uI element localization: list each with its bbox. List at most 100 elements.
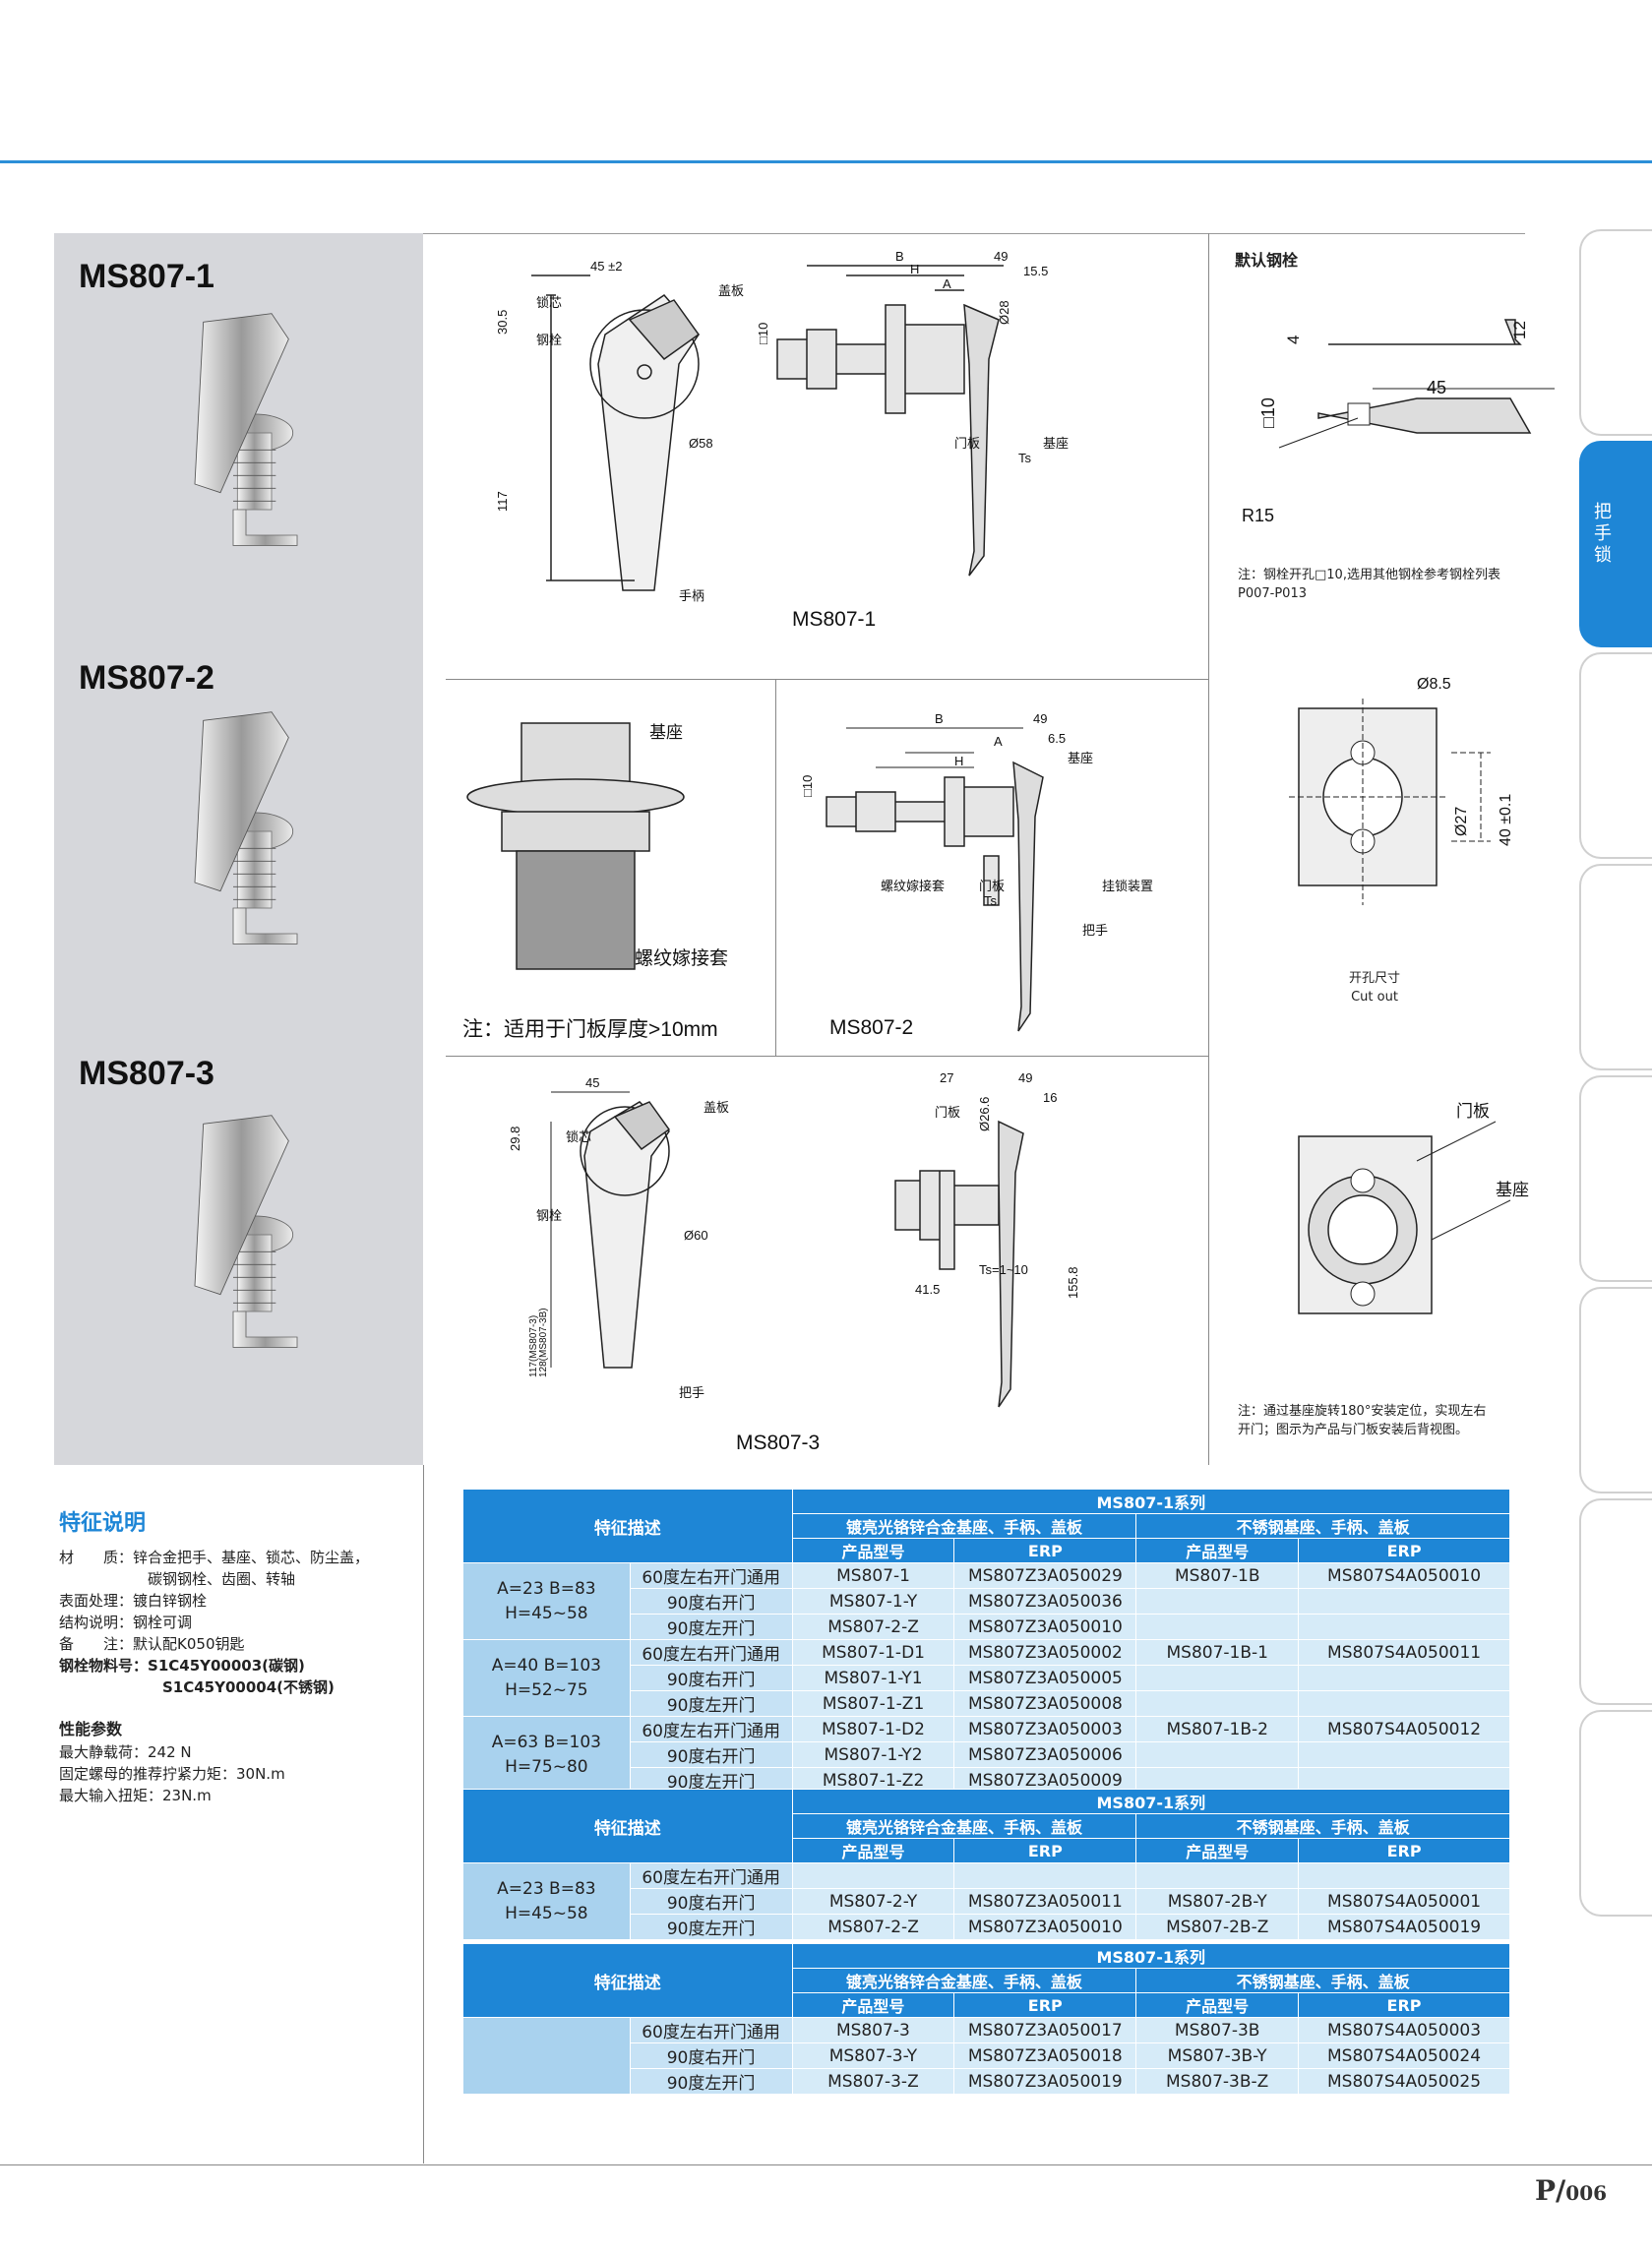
table-cell	[791, 1862, 955, 1889]
table-cell: 90度左开门	[629, 1914, 793, 1940]
label-base-2: 基座	[649, 723, 683, 743]
side-tab-handle-lock[interactable]: 把手锁	[1579, 441, 1652, 647]
feature-row: 结构说明：钢栓可调	[59, 1612, 423, 1633]
label-base-3: 基座	[1068, 752, 1093, 766]
table-cell: 90度右开门	[629, 1665, 793, 1691]
table-header-row: 镀亮光铬锌合金基座、手柄、盖板不锈钢基座、手柄、盖板	[463, 1968, 1510, 1993]
table-cell	[1298, 1614, 1510, 1640]
drawing-default-bolt: 4 12 45 □10 R15	[1242, 319, 1555, 525]
feature-value: 钢栓可调	[133, 1614, 193, 1631]
table-cell: ERP	[953, 1838, 1137, 1863]
table-cell: 不锈钢基座、手柄、盖板	[1135, 1813, 1510, 1839]
table-cell: MS807-3-Z	[791, 2068, 955, 2095]
table-cell: MS807S4A050003	[1298, 2017, 1510, 2043]
side-tab-3[interactable]	[1579, 652, 1652, 859]
page-prefix: P/	[1535, 2174, 1566, 2207]
dim-b-2: B	[935, 711, 944, 726]
table-cell: MS807S4A050024	[1298, 2042, 1510, 2069]
table-cell	[953, 1862, 1137, 1889]
table-cell: MS807-1-D2	[791, 1716, 955, 1742]
table-cell: 产品型号	[1135, 1538, 1300, 1563]
side-tabs: 把手锁	[1579, 229, 1652, 2118]
table-cell: MS807-3B	[1135, 2017, 1300, 2043]
side-tab-1[interactable]	[1579, 229, 1652, 436]
feature-row: 钢栓物料号：S1C45Y00003(碳钢)	[59, 1655, 423, 1676]
model-title-1: MS807-1	[79, 258, 214, 295]
dim-155-8: 155.8	[1066, 1266, 1080, 1299]
table-cell: MS807-1B-1	[1135, 1639, 1300, 1666]
product-photo-ms807-3	[194, 1115, 298, 1348]
table-cell	[1135, 1862, 1300, 1889]
table-cell: MS807-1B-2	[1135, 1716, 1300, 1742]
table-cell	[1298, 1690, 1510, 1717]
thread-note: 注：适用于门板厚度>10mm	[462, 1018, 718, 1041]
label-thread-adapter-2: 螺纹嫁接套	[881, 879, 945, 894]
table-cell	[462, 2017, 631, 2095]
table-cell	[1298, 1665, 1510, 1691]
dim-4: 4	[1284, 335, 1303, 344]
side-tab-5[interactable]	[1579, 1075, 1652, 1282]
dim-d26-6: Ø26.6	[977, 1097, 992, 1131]
table-cell: MS807-1	[791, 1562, 955, 1589]
table-cell: 90度右开门	[629, 1741, 793, 1768]
feature-key: 钢栓物料号：	[59, 1657, 149, 1675]
performance-title: 性能参数	[59, 1720, 123, 1738]
performance-row: 固定螺母的推荐拧紧力矩：30N.m	[59, 1765, 285, 1783]
table-cell: MS807Z3A050011	[953, 1888, 1137, 1915]
table-cell: MS807-1系列	[791, 1789, 1511, 1814]
dim-16: 16	[1043, 1090, 1057, 1105]
dim-6-5: 6.5	[1048, 731, 1066, 746]
table-cell: 特征描述	[462, 1489, 793, 1563]
table-cell: 60度左右开门通用	[629, 2017, 793, 2043]
label-cover-3: 盖板	[704, 1101, 729, 1116]
feature-row: 材 质：锌合金把手、基座、锁芯、防尘盖，	[59, 1547, 423, 1568]
dim-45: 45 ±2	[590, 259, 622, 274]
table-cell: MS807S4A050011	[1298, 1639, 1510, 1666]
table-cell: MS807Z3A050029	[953, 1562, 1137, 1589]
dim-49-2: 49	[1033, 711, 1047, 726]
table-cell	[1135, 1588, 1300, 1615]
table-cell: 90度右开门	[629, 1888, 793, 1915]
table-cell: 60度左右开门通用	[629, 1562, 793, 1589]
table-cell: 90度右开门	[629, 1588, 793, 1615]
performance-row: 最大静载荷：242 N	[59, 1743, 192, 1761]
dim-45-bolt: 45	[1427, 378, 1446, 397]
side-tab-8[interactable]	[1579, 1710, 1652, 1917]
cutout-label-en: Cut out	[1351, 990, 1398, 1005]
bottom-divider	[423, 1465, 424, 2164]
label-thread-adapter: 螺纹嫁接套	[635, 947, 728, 969]
table-cell: MS807S4A050012	[1298, 1716, 1510, 1742]
table-cell: MS807S4A050001	[1298, 1888, 1510, 1915]
table-cell: MS807Z3A050017	[953, 2017, 1137, 2043]
table-cell: 90度右开门	[629, 2042, 793, 2069]
dim-41-5: 41.5	[915, 1282, 940, 1297]
table-cell: MS807S4A050019	[1298, 1914, 1510, 1940]
dim-49: 49	[994, 249, 1008, 264]
dim-40: 40 ±0.1	[1498, 794, 1514, 846]
feature-key: 表面处理：	[59, 1592, 134, 1610]
dim-d8-5: Ø8.5	[1417, 676, 1451, 693]
table-cell: 60度左右开门通用	[629, 1639, 793, 1666]
table-cell: ERP	[1298, 1838, 1510, 1863]
side-tab-6[interactable]	[1579, 1287, 1652, 1493]
dim-12: 12	[1510, 321, 1529, 339]
dim-d27: Ø27	[1453, 807, 1470, 836]
table-cell: A=23 B=83 H=45~58	[462, 1862, 631, 1940]
side-tab-7[interactable]	[1579, 1498, 1652, 1705]
table-cell: 90度左开门	[629, 1690, 793, 1717]
cutout-label: 开孔尺寸 Cut out	[1340, 969, 1409, 1006]
table-cell: MS807-1-Z1	[791, 1690, 955, 1717]
label-lock-core: 锁芯	[536, 295, 562, 311]
table-cell: 不锈钢基座、手柄、盖板	[1135, 1513, 1510, 1539]
table-cell: MS807-2-Y	[791, 1888, 955, 1915]
table-cell: MS807-3-Y	[791, 2042, 955, 2069]
dim-15-5: 15.5	[1023, 264, 1048, 278]
side-tab-4[interactable]	[1579, 864, 1652, 1070]
dim-ts: Ts	[1018, 451, 1032, 465]
table-cell: 产品型号	[1135, 1838, 1300, 1863]
